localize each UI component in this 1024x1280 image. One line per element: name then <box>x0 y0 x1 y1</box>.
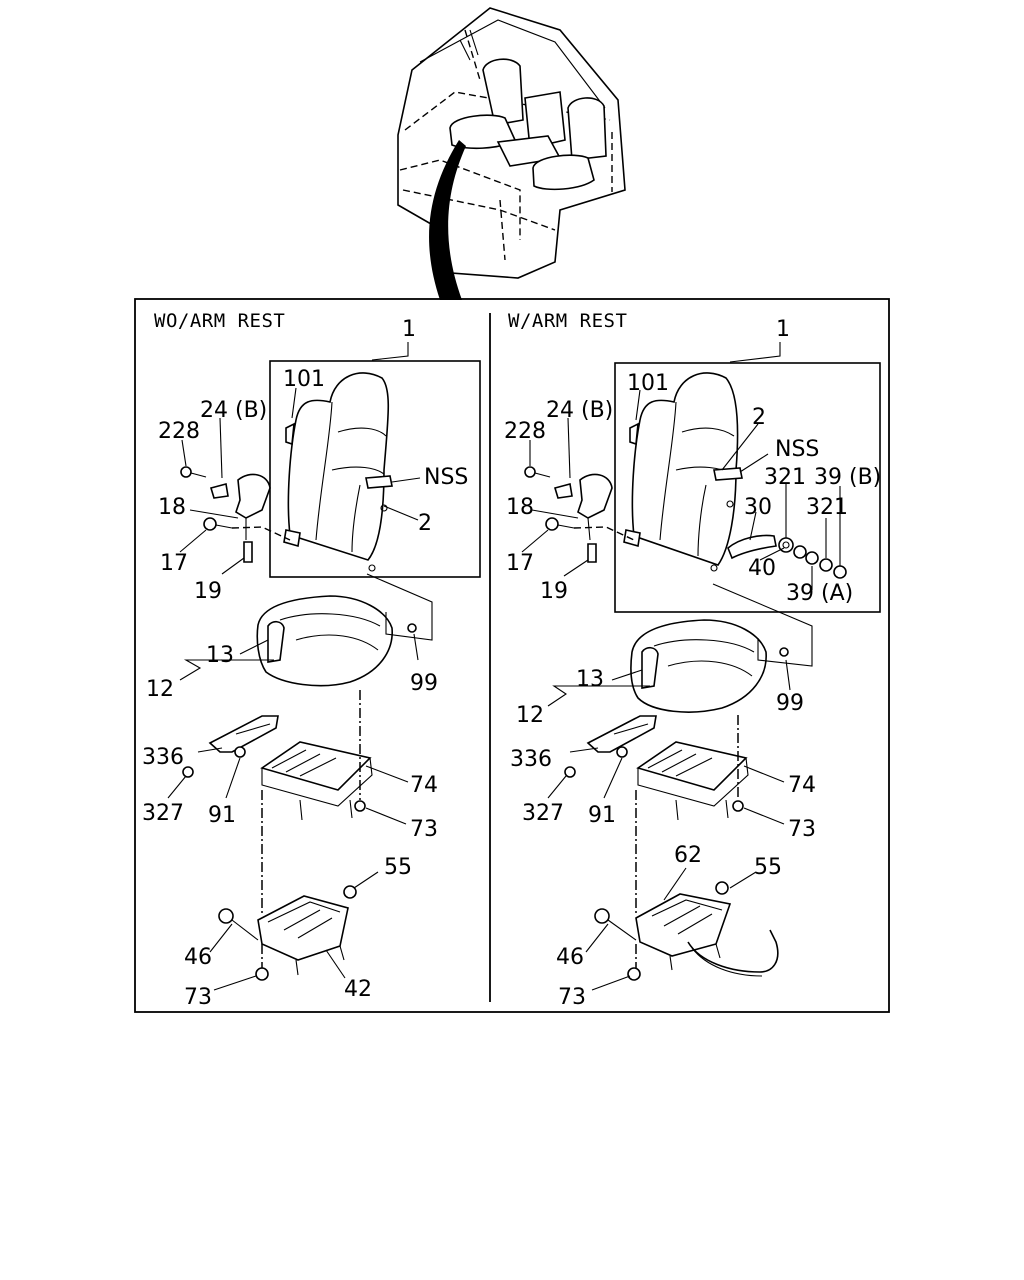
callout: NSS <box>775 437 819 462</box>
callout: 73 <box>410 817 438 842</box>
callout: 13 <box>206 643 234 668</box>
callout: 74 <box>788 773 816 798</box>
cab-overview-illustration <box>397 7 626 300</box>
callout: 39 (B) <box>814 465 881 490</box>
callout: 73 <box>788 817 816 842</box>
callout: 74 <box>410 773 438 798</box>
panel-title: WO/ARM REST <box>154 310 285 332</box>
seat-back <box>283 372 393 572</box>
panel-title: W/ARM REST <box>508 310 627 332</box>
armrest-parts <box>727 534 847 579</box>
callout: 101 <box>283 367 325 392</box>
callout: 1 <box>402 317 416 342</box>
callout: 73 <box>558 985 586 1010</box>
seat-cushion <box>630 583 813 713</box>
seat-back <box>623 372 743 572</box>
callout: 91 <box>588 803 616 828</box>
callout: 55 <box>754 855 782 880</box>
panel-without-arm-rest: WO/ARM REST <box>142 310 481 1010</box>
callout: 228 <box>504 419 546 444</box>
callout: 327 <box>142 801 184 826</box>
seat-slide-rail <box>182 690 373 915</box>
callout: 18 <box>506 495 534 520</box>
callout: 73 <box>184 985 212 1010</box>
callout: 24 (B) <box>546 398 613 423</box>
callout: 62 <box>674 843 702 868</box>
callout: 18 <box>158 495 186 520</box>
seat-slide-rail <box>564 715 749 915</box>
callout: 2 <box>418 511 432 536</box>
callout: 336 <box>510 747 552 772</box>
callout: 24 (B) <box>200 398 267 423</box>
hinge-bracket <box>180 466 291 563</box>
seat-cushion <box>256 573 433 687</box>
callout: 321 <box>764 465 806 490</box>
callout: 99 <box>776 691 804 716</box>
callout: 55 <box>384 855 412 880</box>
seat-back-assembly-box <box>614 362 881 613</box>
callout: 2 <box>752 405 766 430</box>
callout: 39 (A) <box>786 581 853 606</box>
callout: 12 <box>146 677 174 702</box>
callout: 17 <box>160 551 188 576</box>
diagram-frame <box>134 298 890 1013</box>
callout: 13 <box>576 667 604 692</box>
callout: 30 <box>744 495 772 520</box>
callout: 321 <box>806 495 848 520</box>
panel-with-arm-rest: W/ARM REST <box>504 310 881 1010</box>
callout: 19 <box>194 579 222 604</box>
callout: 327 <box>522 801 564 826</box>
right-leader-lines <box>521 342 841 991</box>
callout: 336 <box>142 745 184 770</box>
callout: NSS <box>424 465 468 490</box>
right-callouts: 1 101 2 24 (B) 228 NSS 321 39 (B) 18 30 … <box>504 317 881 1010</box>
callout: 12 <box>516 703 544 728</box>
callout: 101 <box>627 371 669 396</box>
callout: 40 <box>748 556 776 581</box>
hinge-bracket <box>524 466 635 563</box>
callout: 42 <box>344 977 372 1002</box>
callout: 228 <box>158 419 200 444</box>
seat-riser <box>218 885 357 981</box>
callout: 46 <box>184 945 212 970</box>
callout: 17 <box>506 551 534 576</box>
left-callouts: 1 101 24 (B) 228 NSS 18 2 17 19 13 99 12… <box>142 317 468 1010</box>
callout: 99 <box>410 671 438 696</box>
left-leader-lines <box>167 342 421 991</box>
callout: 1 <box>776 317 790 342</box>
callout: 19 <box>540 579 568 604</box>
seat-riser-with-cable <box>594 881 779 981</box>
callout: 91 <box>208 803 236 828</box>
callout: 46 <box>556 945 584 970</box>
